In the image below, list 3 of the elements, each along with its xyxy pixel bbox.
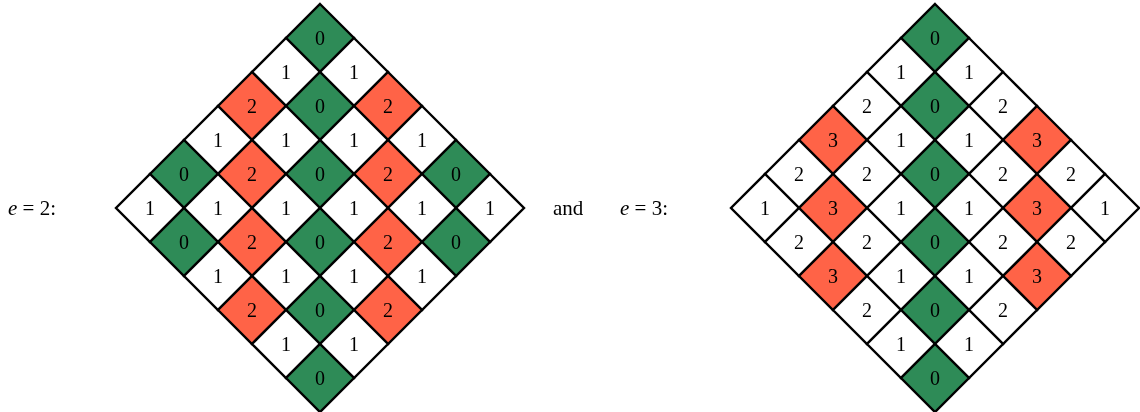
equation-label: e = 3: [620, 196, 668, 220]
equation-label: e = 2: [8, 196, 56, 220]
conjunction-text: and [553, 196, 584, 220]
